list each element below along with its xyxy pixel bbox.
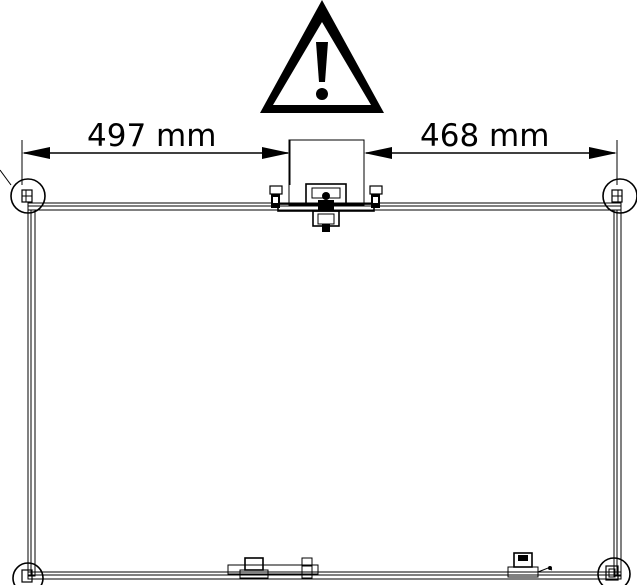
bottom-hardware bbox=[227, 552, 553, 579]
dimension-label-right: 468 mm bbox=[420, 118, 549, 154]
door-frame bbox=[27, 202, 622, 580]
dimension-label-left: 497 mm bbox=[87, 118, 216, 154]
corner-detail-top-left bbox=[0, 169, 46, 214]
corner-detail-top-right bbox=[602, 178, 637, 214]
corner-detail-bottom-left bbox=[12, 562, 44, 585]
corner-detail-bottom-right bbox=[597, 557, 631, 585]
top-center-assembly bbox=[269, 139, 383, 232]
dimension-left: 497 mm bbox=[21, 118, 291, 185]
warning-triangle-icon bbox=[260, 0, 384, 113]
dimension-right: 468 mm bbox=[363, 118, 618, 185]
